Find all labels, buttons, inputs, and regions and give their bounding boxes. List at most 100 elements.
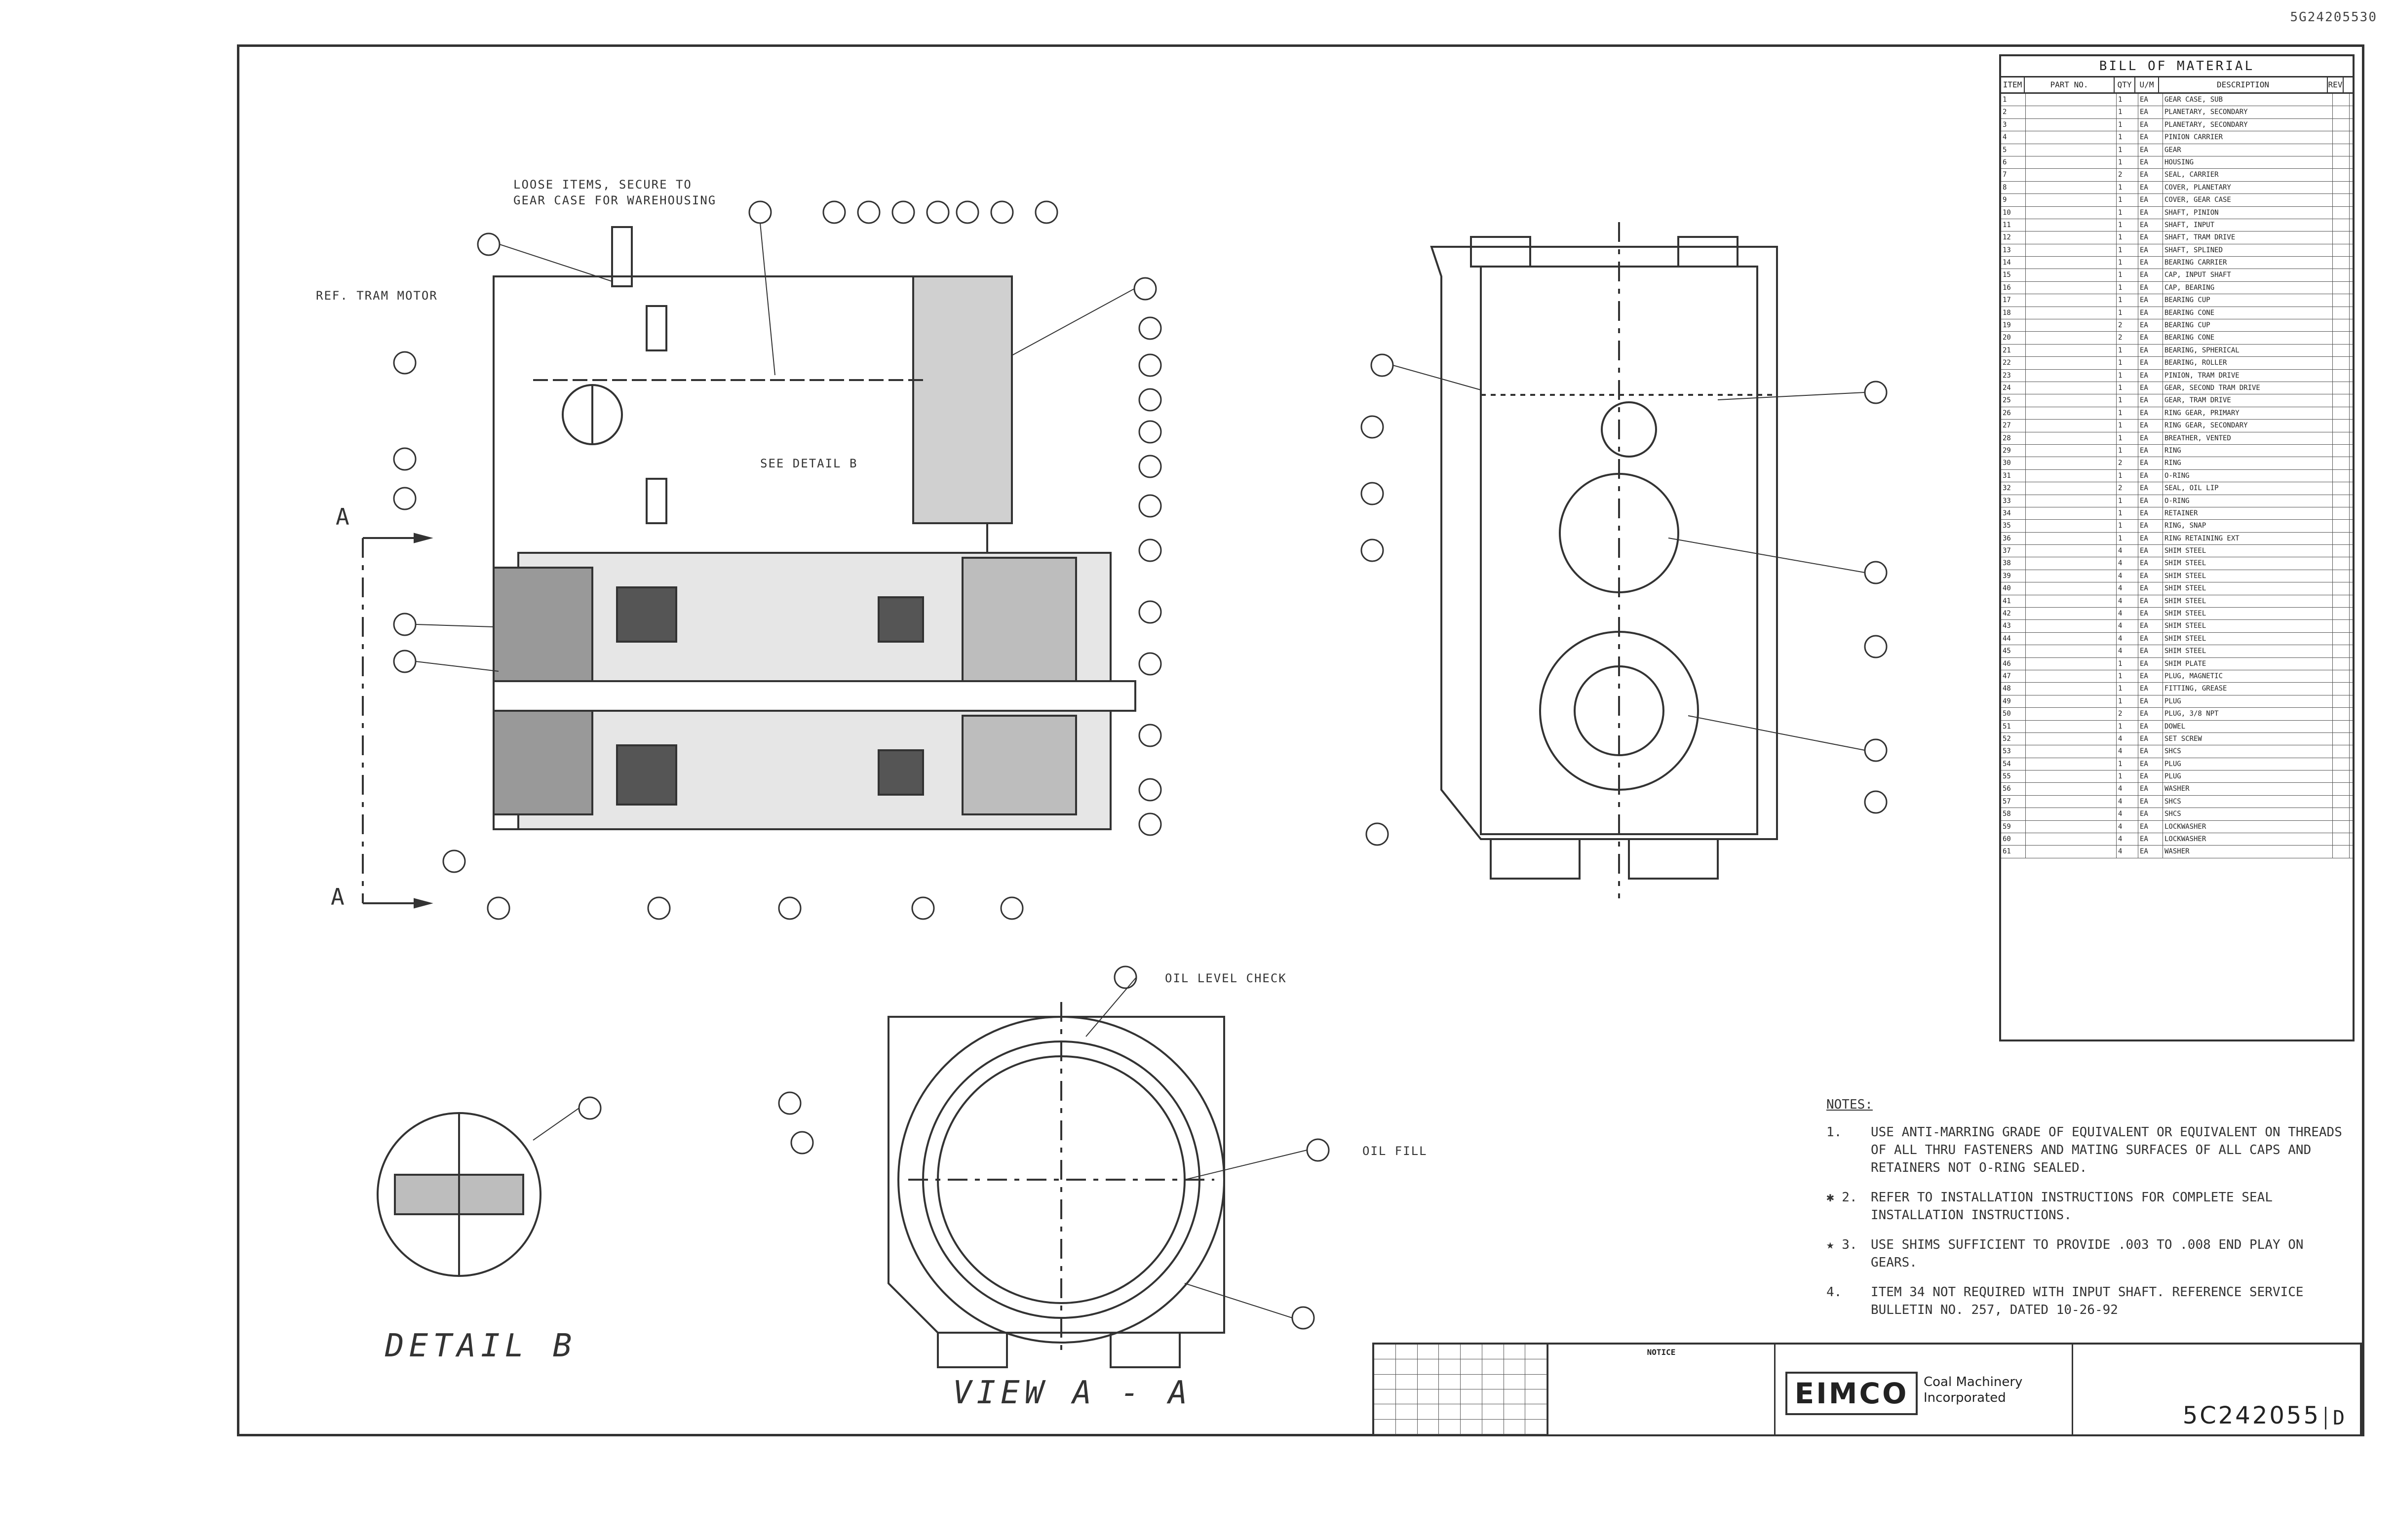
bom-cell	[2333, 520, 2350, 532]
bom-cell	[2333, 770, 2350, 783]
bom-cell	[2333, 357, 2350, 369]
bom-cell: EA	[2138, 520, 2163, 532]
bom-cell: 4	[2117, 582, 2138, 595]
bom-cell	[2026, 394, 2117, 407]
bom-cell	[2026, 332, 2117, 344]
bom-cell	[2333, 833, 2350, 846]
bom-cell	[2026, 795, 2117, 808]
bom-cell	[2026, 595, 2117, 608]
revision-cell	[1504, 1389, 1526, 1405]
bom-cell: EA	[2138, 745, 2163, 758]
revision-cell	[1439, 1389, 1461, 1405]
revision-cell	[1504, 1345, 1526, 1360]
bom-cell: 4	[2001, 131, 2026, 144]
bom-cell: EA	[2138, 732, 2163, 745]
bom-cell: 57	[2001, 795, 2026, 808]
revision-cell	[1374, 1359, 1396, 1375]
bom-cell	[2026, 482, 2117, 495]
bom-cell	[2026, 420, 2117, 432]
note-text: USE ANTI-MARRING GRADE OF EQUIVALENT OR …	[1871, 1125, 2342, 1175]
bom-cell: EA	[2138, 257, 2163, 269]
bom-cell	[2026, 106, 2117, 118]
bom-cell: EA	[2138, 382, 2163, 394]
company-logo: EIMCO	[1785, 1372, 1918, 1415]
revision-cell	[1461, 1374, 1482, 1389]
bom-cell: 23	[2001, 369, 2026, 382]
bom-cell	[2333, 281, 2350, 294]
revision-cell	[1417, 1419, 1439, 1434]
bom-cell: BEARING, SPHERICAL	[2163, 344, 2333, 357]
bom-cell	[2333, 219, 2350, 231]
bom-cell: RETAINER	[2163, 507, 2333, 520]
bom-cell: 51	[2001, 720, 2026, 732]
bom-cell	[2026, 131, 2117, 144]
bom-cell	[2333, 156, 2350, 169]
bom-cell: 4	[2117, 557, 2138, 570]
bom-cell: 45	[2001, 645, 2026, 657]
bom-cell	[2026, 319, 2117, 332]
bom-cell: 37	[2001, 545, 2026, 557]
bom-cell: 1	[2117, 269, 2138, 281]
bom-cell: EA	[2138, 846, 2163, 858]
bom-cell: SHIM STEEL	[2163, 632, 2333, 645]
bom-cell: EA	[2138, 118, 2163, 131]
bom-cell: 1	[2117, 94, 2138, 106]
bom-cell: 1	[2117, 695, 2138, 708]
note-text: USE SHIMS SUFFICIENT TO PROVIDE .003 TO …	[1871, 1237, 2304, 1270]
bom-cell	[2333, 94, 2350, 106]
bom-col-item: ITEM	[2001, 77, 2025, 92]
bom-cell: 13	[2001, 244, 2026, 257]
bom-cell: EA	[2138, 369, 2163, 382]
bom-cell: 2	[2117, 708, 2138, 720]
bom-cell: GEAR CASE, SUB	[2163, 94, 2333, 106]
bom-cell: 2	[2117, 169, 2138, 181]
bom-cell: EA	[2138, 357, 2163, 369]
bom-cell: 61	[2001, 846, 2026, 858]
bom-cell: 28	[2001, 432, 2026, 444]
bom-cell	[2026, 495, 2117, 507]
bom-cell: EA	[2138, 219, 2163, 231]
bill-of-material: BILL OF MATERIAL ITEM PART NO. QTY U/M D…	[1999, 54, 2355, 1041]
bom-cell	[2026, 732, 2117, 745]
bom-cell: BEARING, ROLLER	[2163, 357, 2333, 369]
revision-cell	[1395, 1374, 1418, 1389]
bom-cell	[2333, 482, 2350, 495]
bom-cell: 49	[2001, 695, 2026, 708]
bom-cell: EA	[2138, 770, 2163, 783]
section-marker-top: A	[336, 503, 354, 530]
detail-b	[377, 1112, 541, 1277]
notes-section: NOTES: 1. USE ANTI-MARRING GRADE OF EQUI…	[1826, 1096, 2350, 1331]
bom-cell: 1	[2117, 106, 2138, 118]
bom-cell: EA	[2138, 181, 2163, 194]
bom-cell	[2026, 181, 2117, 194]
bom-cell: 1	[2117, 194, 2138, 206]
bom-cell: 2	[2117, 457, 2138, 469]
bom-cell	[2333, 106, 2350, 118]
bom-cell	[2333, 720, 2350, 732]
bom-cell: EA	[2138, 495, 2163, 507]
bom-cell	[2026, 683, 2117, 695]
bom-cell: DOWEL	[2163, 720, 2333, 732]
bom-cell: SHAFT, TRAM DRIVE	[2163, 231, 2333, 244]
bom-col-desc: DESCRIPTION	[2159, 77, 2328, 92]
revision-cell	[1395, 1345, 1418, 1360]
bom-cell: EA	[2138, 695, 2163, 708]
bom-cell	[2026, 457, 2117, 469]
bom-cell: EA	[2138, 307, 2163, 319]
bom-cell: EA	[2138, 833, 2163, 846]
bom-cell: EA	[2138, 231, 2163, 244]
bom-cell: 1	[2117, 532, 2138, 545]
bom-cell: 1	[2117, 181, 2138, 194]
bom-cell	[2333, 758, 2350, 770]
